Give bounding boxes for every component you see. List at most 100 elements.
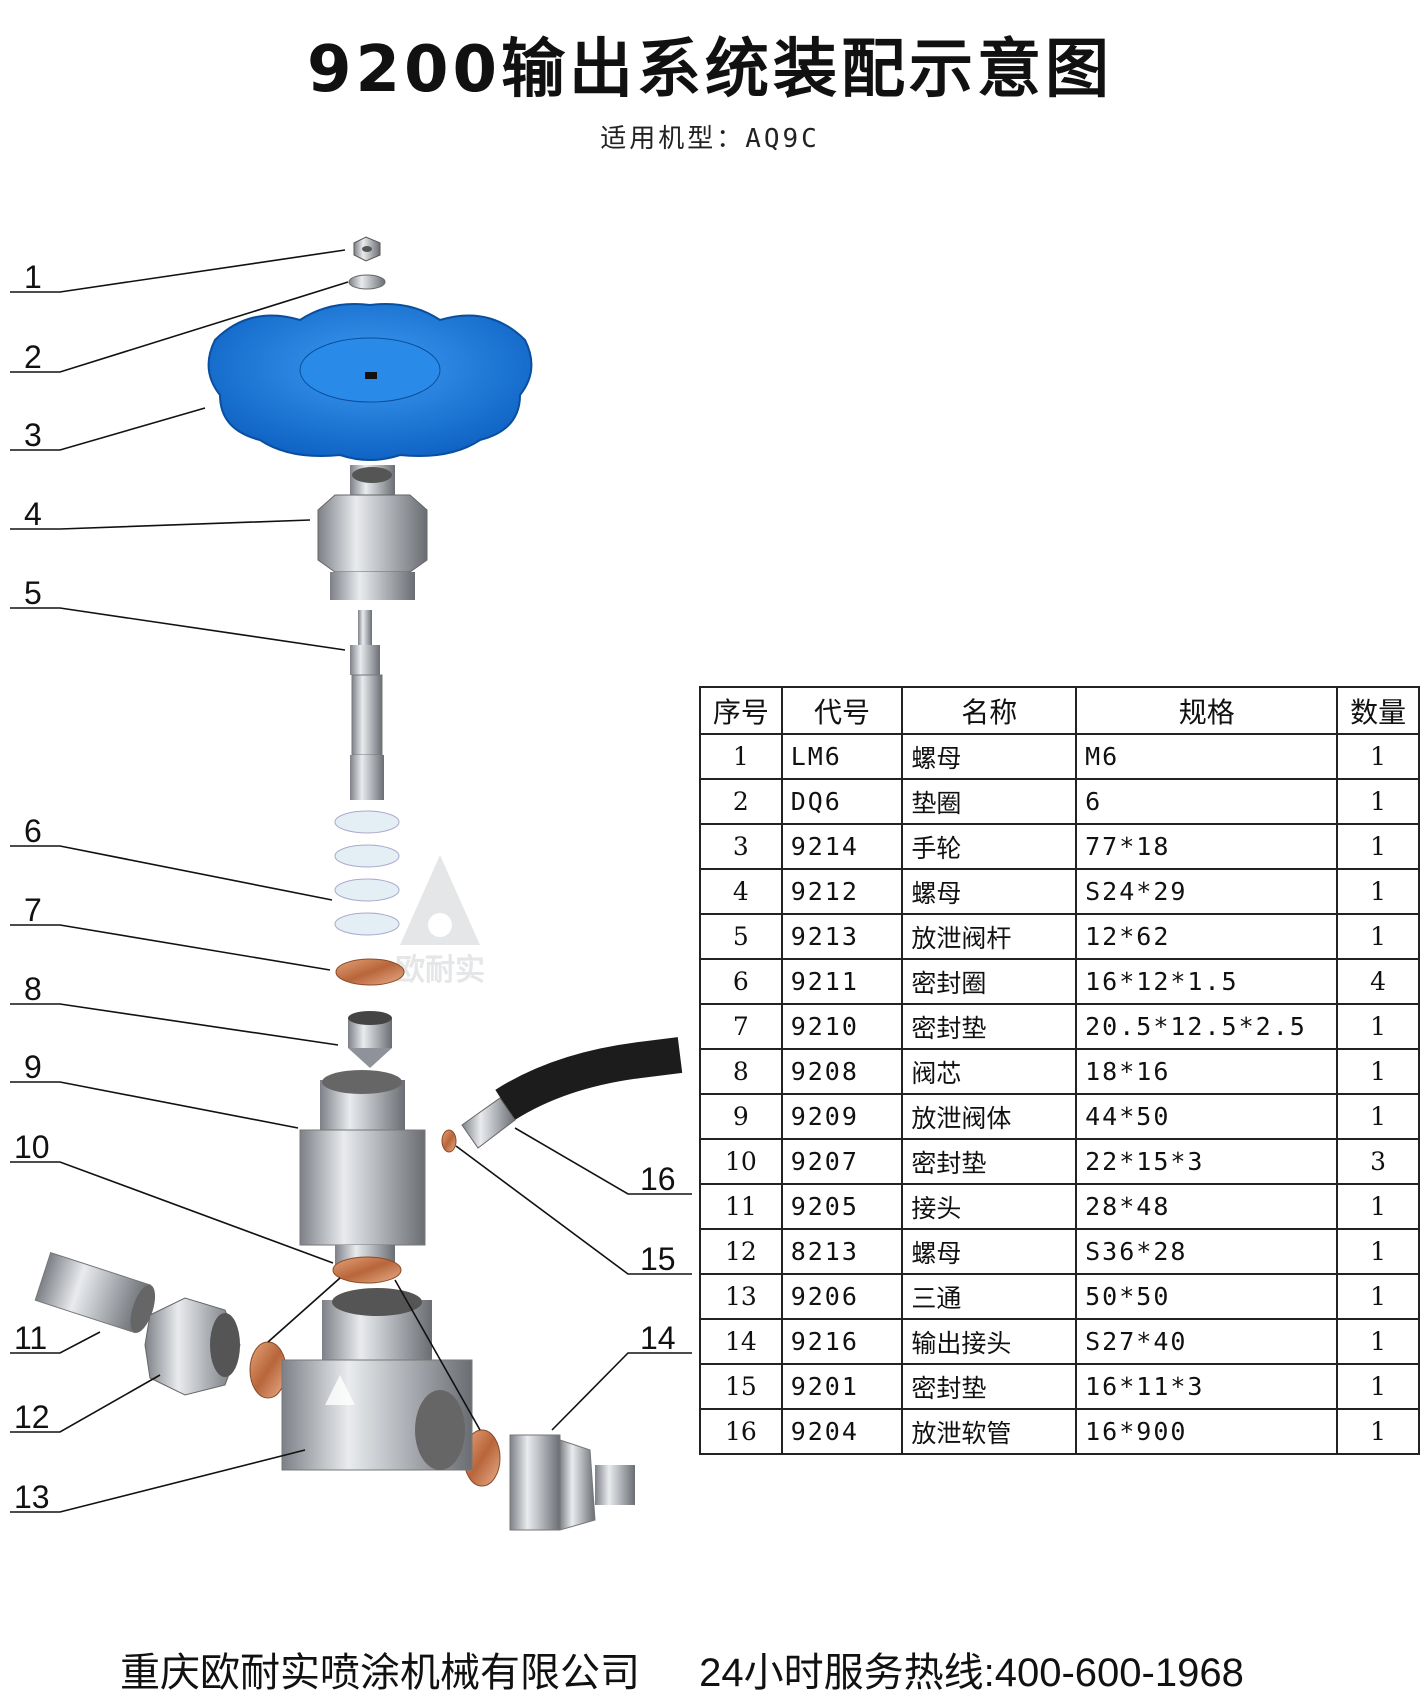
cell-seq: 13 [699,1273,783,1320]
cell-name: 输出接头 [901,1318,1078,1365]
part-10-gasket [332,1256,402,1284]
cell-spec: 44*50 [1075,1093,1339,1140]
cell-code: 8213 [780,1228,904,1275]
cell-seq: 7 [699,1003,783,1050]
cell-spec: S36*28 [1075,1228,1339,1275]
cell-qty: 1 [1336,1363,1420,1410]
cell-seq: 1 [699,733,783,780]
callout-6: 6 [24,813,42,849]
table-header-row: 序号 代号 名称 规格 数量 [699,686,1420,735]
callout-4: 4 [24,496,42,532]
col-header-spec: 规格 [1075,686,1339,735]
part-11-connector [34,1252,156,1334]
cell-spec: 77*18 [1075,823,1339,870]
cell-code: 9206 [780,1273,904,1320]
cell-qty: 1 [1336,1318,1420,1365]
cell-code: 9209 [780,1093,904,1140]
watermark-text: 欧耐实 [395,953,485,988]
cell-name: 手轮 [901,823,1078,870]
cell-seq: 15 [699,1363,783,1410]
callout-11: 11 [14,1320,47,1356]
cell-qty: 4 [1336,958,1420,1005]
cell-spec: 16*12*1.5 [1075,958,1339,1005]
cell-seq: 10 [699,1138,783,1185]
cell-name: 螺母 [901,868,1078,915]
cell-name: 阀芯 [901,1048,1078,1095]
callout-2: 2 [24,339,42,375]
page-subtitle: 适用机型：AQ9C [600,124,820,154]
cell-code: 9216 [780,1318,904,1365]
callout-9: 9 [24,1049,42,1085]
page-title: 9200输出系统装配示意图 [306,33,1114,107]
col-header-name: 名称 [901,686,1078,735]
cell-code: 9210 [780,1003,904,1050]
cell-qty: 1 [1336,868,1420,915]
callout-5: 5 [24,575,42,611]
callout-numbers: 1 2 3 4 5 6 7 8 9 10 11 12 13 14 15 16 [14,259,676,1515]
cell-spec: 50*50 [1075,1273,1339,1320]
cell-seq: 9 [699,1093,783,1140]
cell-code: 9207 [780,1138,904,1185]
cell-qty: 3 [1336,1138,1420,1185]
cell-code: 9205 [780,1183,904,1230]
callout-13: 13 [14,1479,50,1515]
cell-name: 密封垫 [901,1363,1078,1410]
callout-12: 12 [14,1399,50,1435]
cell-name: 放泄阀杆 [901,913,1078,960]
cell-code: 9204 [780,1408,904,1455]
cell-qty: 1 [1336,733,1420,780]
cell-seq: 12 [699,1228,783,1275]
part-14-output-connector [509,1434,635,1531]
callout-7: 7 [24,892,42,928]
cell-seq: 3 [699,823,783,870]
cell-name: 密封圈 [901,958,1078,1005]
part-15-gasket [441,1129,457,1153]
col-header-code: 代号 [780,686,904,735]
cell-spec: 6 [1075,778,1339,825]
callout-3: 3 [24,417,42,453]
cell-qty: 1 [1336,1003,1420,1050]
cell-qty: 1 [1336,1183,1420,1230]
cell-code: 9213 [780,913,904,960]
part-6-seal-rings [334,810,400,936]
part-16-hose [461,1037,683,1149]
cell-code: 9208 [780,1048,904,1095]
cell-name: 三通 [901,1273,1078,1320]
cell-spec: S27*40 [1075,1318,1339,1365]
cell-spec: M6 [1075,733,1339,780]
cell-name: 密封垫 [901,1003,1078,1050]
callout-14: 14 [640,1320,676,1356]
cell-qty: 1 [1336,823,1420,870]
cell-qty: 1 [1336,1228,1420,1275]
leader-lines [10,249,692,1513]
col-header-seq: 序号 [699,686,783,735]
cell-seq: 6 [699,958,783,1005]
assembly-diagram: 欧耐实 [10,236,692,1531]
cell-seq: 16 [699,1408,783,1455]
cell-code: DQ6 [780,778,904,825]
cell-name: 垫圈 [901,778,1078,825]
part-12-nut [144,1297,241,1396]
cell-qty: 1 [1336,1048,1420,1095]
part-5-valve-stem [350,610,384,800]
cell-spec: 16*11*3 [1075,1363,1339,1410]
part-3-handwheel [207,303,533,461]
cell-qty: 1 [1336,1408,1420,1455]
cell-qty: 1 [1336,913,1420,960]
col-header-qty: 数量 [1336,686,1420,735]
cell-name: 放泄软管 [901,1408,1078,1455]
service-hotline: 24小时服务热线:400-600-1968 [699,1651,1244,1695]
part-13-tee [281,1288,473,1471]
cell-name: 螺母 [901,1228,1078,1275]
